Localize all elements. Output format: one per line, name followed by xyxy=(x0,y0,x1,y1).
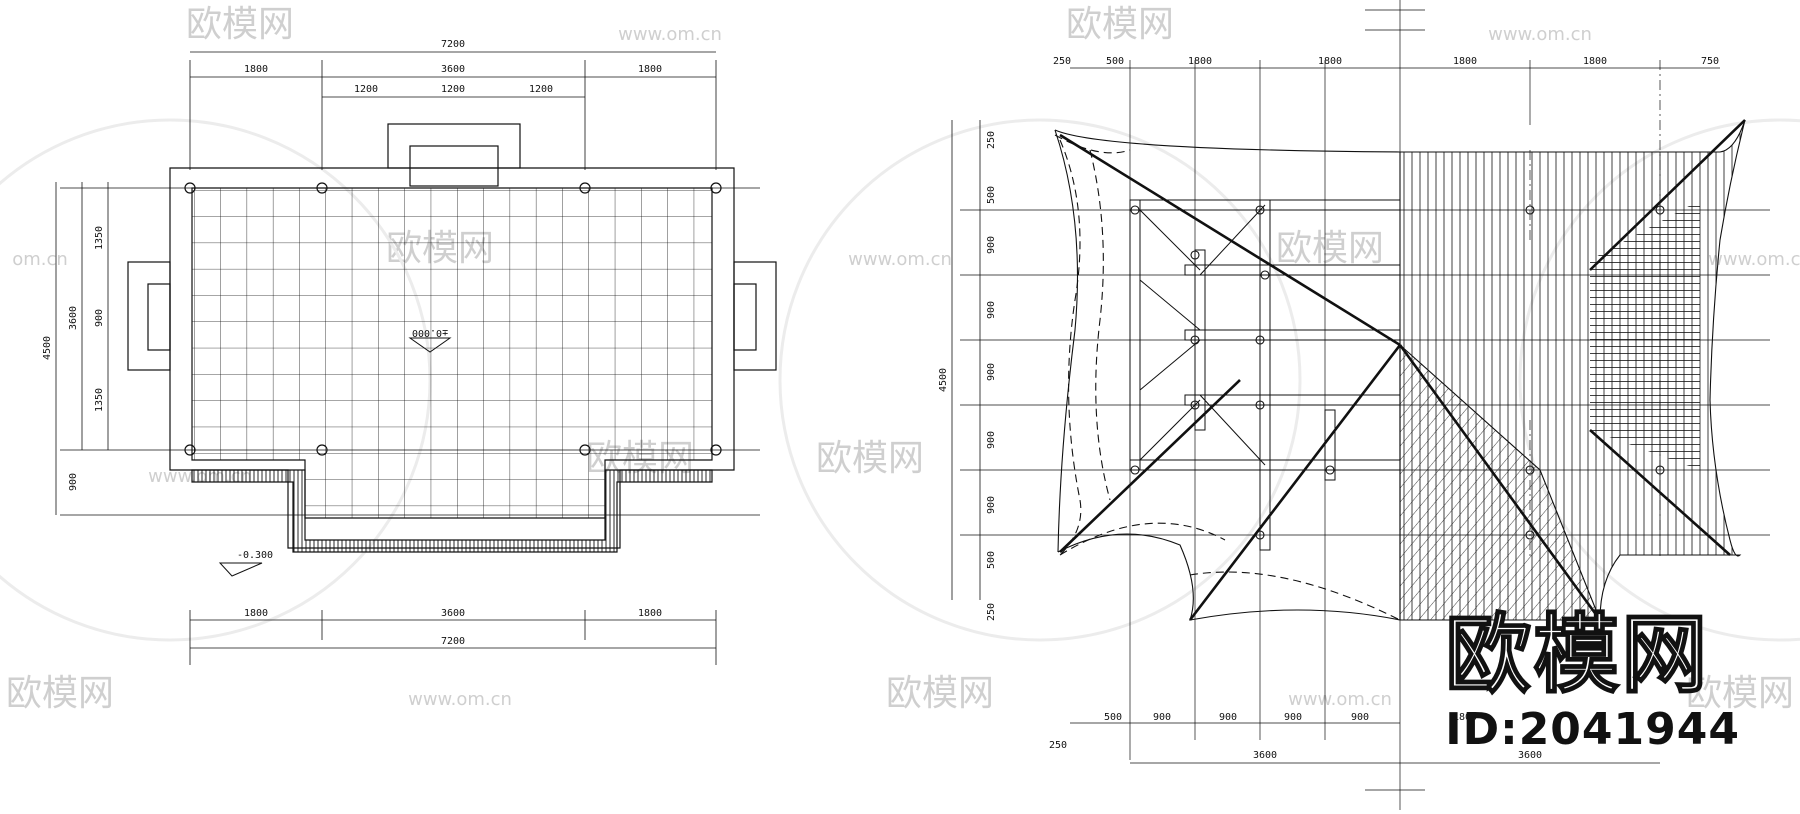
watermark-id-label: ID:2041944 xyxy=(1445,703,1740,755)
dim-bottom-overall: 7200 xyxy=(441,636,465,647)
dim-right-bottom-3: 900 xyxy=(1284,712,1302,723)
dim-left-group: 3600 xyxy=(68,306,79,330)
dimension-text-layer: 7200 1800 3600 1800 1200 1200 1200 1800 3600 1800… xyxy=(42,39,1719,761)
watermark-url-1: www.om.cn xyxy=(1488,24,1592,45)
dim-right-top-0: 250 xyxy=(1053,56,1071,67)
dim-right-left-1: 500 xyxy=(986,186,997,204)
watermark-brand-6: 欧模网 xyxy=(6,673,114,714)
roof-hips xyxy=(1059,119,1746,621)
floor-level-marker xyxy=(408,337,452,353)
step-level-marker xyxy=(218,562,263,577)
dim-left-overall: 4500 xyxy=(42,336,53,360)
dim-top-inner-1: 1200 xyxy=(441,84,465,95)
dim-top-inner-0: 1200 xyxy=(354,84,378,95)
watermark-url-3: www.om.cn xyxy=(1708,249,1800,270)
dim-left-seg-0: 1350 xyxy=(94,226,105,250)
dim-right-top-1: 500 xyxy=(1106,56,1124,67)
dim-right-left-6: 900 xyxy=(986,496,997,514)
dim-right-left-7: 500 xyxy=(986,551,997,569)
watermark-url-5: www.om.cn xyxy=(1288,689,1392,710)
right-plan-dimensions xyxy=(951,67,1720,764)
dim-right-bottom-small: 250 xyxy=(1049,740,1067,751)
floor-level-label: ±0.000 xyxy=(412,327,448,338)
dim-bottom-segment-1: 3600 xyxy=(441,608,465,619)
left-wing-inner xyxy=(147,283,171,351)
dim-right-top-5: 1800 xyxy=(1583,56,1607,67)
dim-right-bottom-4: 900 xyxy=(1351,712,1369,723)
left-wing-outline xyxy=(127,261,171,371)
dim-right-left-0: 250 xyxy=(986,131,997,149)
watermark-brand-7: 欧模网 xyxy=(886,673,994,714)
dim-bottom-segment-0: 1800 xyxy=(244,608,268,619)
dim-top-outer-left: 1800 xyxy=(244,64,268,75)
dim-left-seg-2: 1350 xyxy=(94,388,105,412)
roof-ridge-outline xyxy=(387,123,521,169)
step-hatch-border xyxy=(191,469,713,553)
dim-right-left-4: 900 xyxy=(986,363,997,381)
dim-right-total-0: 3600 xyxy=(1253,750,1277,761)
dim-right-bottom-5: 1800 xyxy=(1453,712,1477,723)
step-level-label: -0.300 xyxy=(237,550,273,561)
dim-right-left-overall: 4500 xyxy=(938,368,949,392)
watermark-brand-4: 欧模网 xyxy=(816,438,924,479)
dim-top-outer-right: 1800 xyxy=(638,64,662,75)
watermark-brand-large: 欧模网 xyxy=(1444,604,1710,705)
dim-right-top-2: 1800 xyxy=(1188,56,1212,67)
dim-right-left-8: 250 xyxy=(986,603,997,621)
watermark-circle-1 xyxy=(778,118,1302,642)
roof-plan-right xyxy=(960,0,1770,810)
watermark-url-partial: om.cn xyxy=(12,249,68,270)
ridge-inner xyxy=(409,145,499,187)
watermark-url-0: www.om.cn xyxy=(618,24,722,45)
watermark-brand-0: 欧模网 xyxy=(186,4,294,45)
watermark-brand-3: 欧模网 xyxy=(1276,228,1384,269)
right-wing-inner xyxy=(733,283,757,351)
dim-right-top-4: 1800 xyxy=(1453,56,1477,67)
watermark-id-block: 欧模网 ID:2041944 xyxy=(1444,604,1740,755)
right-wing-outline xyxy=(733,261,777,371)
dim-right-left-2: 900 xyxy=(986,236,997,254)
roof-tiles-horizontal xyxy=(1590,200,1700,470)
watermark-url-2: www.om.cn xyxy=(848,249,952,270)
axis-lines xyxy=(60,60,760,665)
dim-left-lower: 900 xyxy=(68,473,79,491)
left-plan-dimensions xyxy=(55,51,716,649)
watermark-brand-8: 欧模网 xyxy=(1686,673,1794,714)
dim-top-middle: 3600 xyxy=(441,64,465,75)
floor-plan-left xyxy=(60,60,777,665)
dim-right-top-3: 1800 xyxy=(1318,56,1342,67)
dim-top-overall: 7200 xyxy=(441,39,465,50)
dim-right-bottom-0: 500 xyxy=(1104,712,1122,723)
roof-axis-lines xyxy=(960,0,1770,810)
watermark-brand-1: 欧模网 xyxy=(1066,4,1174,45)
dim-right-top-6: 750 xyxy=(1701,56,1719,67)
dim-left-seg-1: 900 xyxy=(94,309,105,327)
dim-right-bottom-1: 900 xyxy=(1153,712,1171,723)
dim-top-inner-2: 1200 xyxy=(529,84,553,95)
dim-right-left-5: 900 xyxy=(986,431,997,449)
dim-right-total-1: 3600 xyxy=(1518,750,1542,761)
dim-right-left-3: 900 xyxy=(986,301,997,319)
watermark-url-4: www.om.cn xyxy=(408,689,512,710)
dim-right-bottom-2: 900 xyxy=(1219,712,1237,723)
dim-bottom-segment-2: 1800 xyxy=(638,608,662,619)
